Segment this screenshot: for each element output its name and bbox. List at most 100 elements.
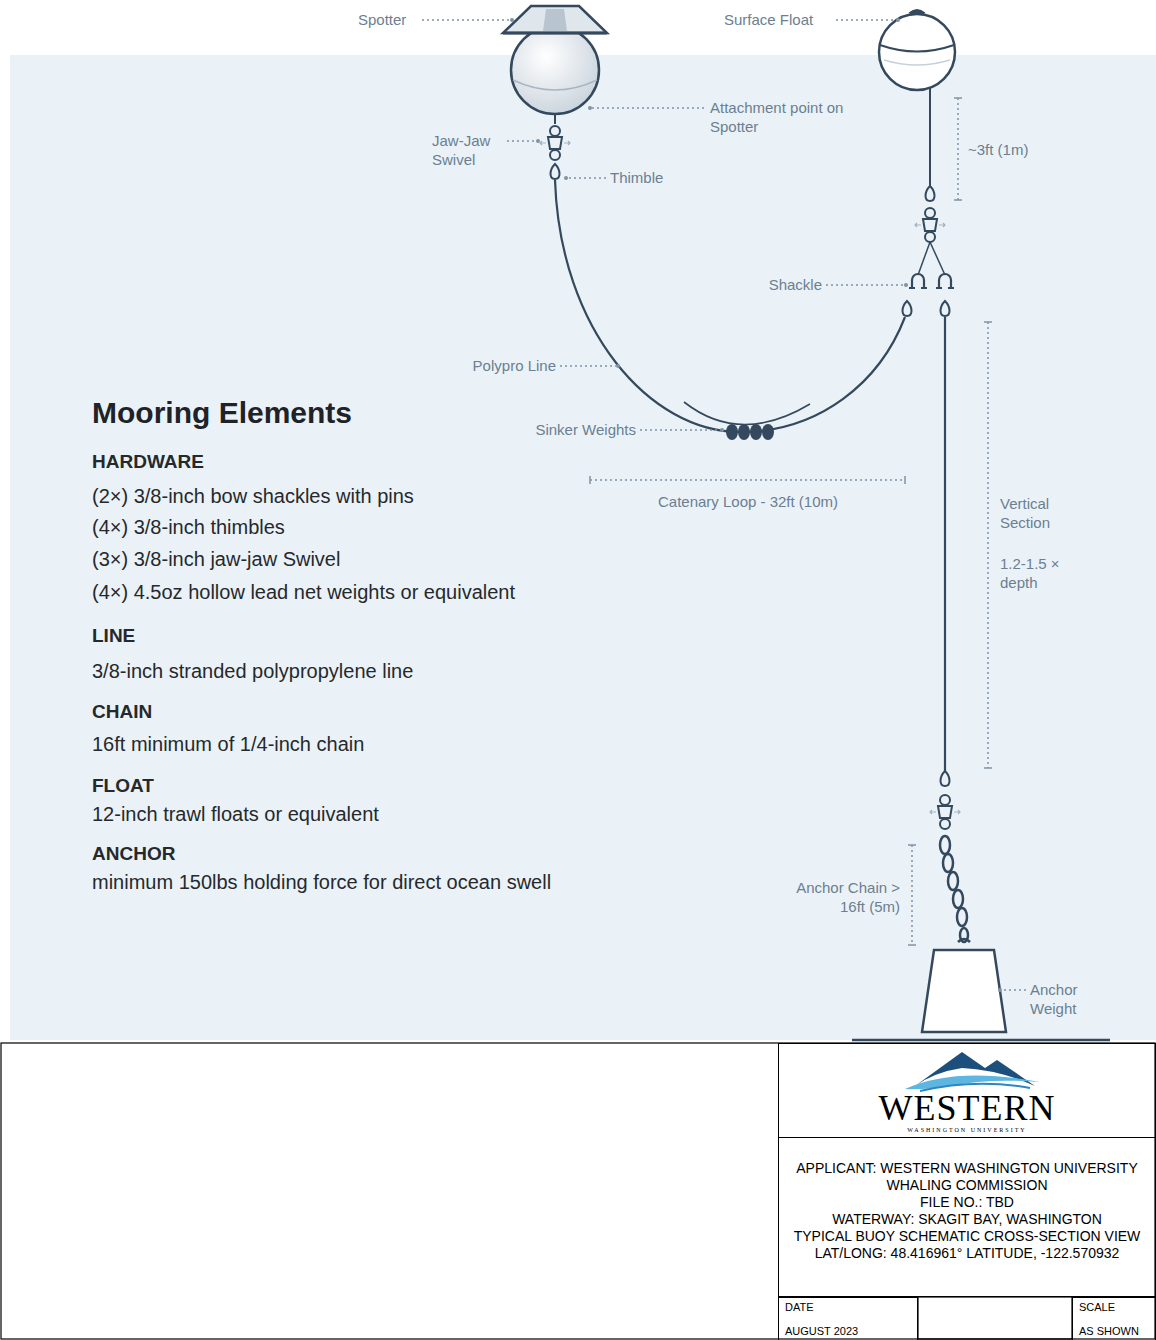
mooring-illustration (930, 242, 945, 275)
callout-label: ~3ft (1m) (968, 140, 1028, 159)
cell-text: APPLICANT: WESTERN WASHINGTON UNIVERSITY (779, 1160, 1155, 1177)
leader-lines (560, 365, 616, 366)
list-heading: LINE (92, 625, 135, 647)
list-item: (4×) 3/8-inch thimbles (92, 516, 285, 539)
dimension-lines (957, 98, 959, 200)
anchor-weight (958, 939, 970, 942)
mooring-illustration (915, 208, 945, 242)
mooring-illustration (941, 771, 950, 786)
cell-text: WESTERN (779, 1090, 1155, 1126)
spotter-buoy (511, 26, 599, 114)
spotter-buoy (554, 114, 556, 124)
sinker-weights (726, 424, 738, 440)
title-block-frame (1, 1043, 1155, 1339)
leader-lines (568, 177, 606, 178)
cell-text: SCALE (1073, 1300, 1155, 1314)
mooring-illustration (540, 126, 570, 160)
callout-label: 1.2-1.5 × depth (1000, 554, 1070, 592)
dimension-ticks (590, 98, 992, 945)
scale-cell: SCALEAS SHOWN (1072, 1297, 1156, 1340)
leader-dots (564, 176, 568, 180)
university-logo (905, 1052, 1040, 1091)
surface-float (880, 45, 954, 52)
leader-dots (588, 106, 592, 110)
surface-float (879, 14, 955, 90)
mooring-illustration (918, 242, 930, 275)
leader-lines (836, 19, 896, 20)
list-heading: FLOAT (92, 775, 154, 797)
dimension-ticks (589, 476, 591, 484)
dimension-ticks (984, 767, 992, 769)
leader-dots (536, 139, 540, 143)
callout-label: Vertical Section (1000, 494, 1070, 532)
dimension-ticks (984, 321, 992, 323)
callout-label: Sinker Weights (535, 420, 636, 439)
dimension-lines (590, 98, 988, 945)
leader-dots (510, 18, 1002, 992)
polypro-line (555, 180, 905, 432)
leader-dots (904, 283, 908, 287)
callout-label: Polypro Line (473, 356, 556, 375)
dimension-ticks (908, 844, 916, 846)
leader-dots (998, 988, 1002, 992)
surface-float (910, 11, 924, 14)
anchor-chain (940, 836, 950, 854)
sinker-weights (726, 424, 774, 440)
cell-text: FILE NO.: TBD (779, 1194, 1155, 1211)
callout-label: Anchor Weight (1030, 980, 1100, 1018)
callout-label: Catenary Loop - 32ft (10m) (658, 492, 838, 511)
anchor-chain (943, 854, 953, 872)
seabed-line (852, 1039, 1110, 1042)
callout-label: Shackle (769, 275, 822, 294)
polypro-line (684, 402, 810, 425)
mooring-illustration (551, 164, 560, 179)
callout-label: Surface Float (724, 10, 813, 29)
spotter-buoy (503, 6, 607, 33)
water-ground (10, 55, 1156, 1040)
anchor-weight (922, 950, 1006, 1032)
sinker-weights (750, 424, 762, 440)
list-heading: CHAIN (92, 701, 152, 723)
spotter-buoy (503, 32, 607, 35)
cell-text: WASHINGTON UNIVERSITY (779, 1126, 1155, 1134)
dimension-ticks (904, 476, 906, 484)
sinker-weights (762, 424, 774, 440)
mooring-illustration (936, 274, 954, 288)
leader-lines (507, 140, 536, 141)
dimension-ticks (954, 199, 962, 201)
leader-lines (640, 429, 720, 430)
cell-text: LAT/LONG: 48.416961° LATITUDE, -122.5709… (779, 1245, 1155, 1262)
mooring-illustration (930, 795, 960, 829)
mooring-illustration (903, 301, 912, 316)
callout-label: Attachment point on Spotter (710, 98, 850, 136)
list-item: (4×) 4.5oz hollow lead net weights or eq… (92, 581, 515, 604)
cell-text: DATE (779, 1300, 917, 1314)
anchor-weight (922, 939, 1006, 1032)
dimension-lines (987, 322, 989, 768)
dimension-lines (590, 479, 905, 481)
leader-lines (1002, 989, 1026, 990)
title-block-frame (918, 1297, 1072, 1339)
list-item: minimum 150lbs holding force for direct … (92, 871, 551, 894)
leader-dots (616, 364, 620, 368)
sinker-weights (738, 424, 750, 440)
surface-float (879, 11, 955, 90)
cell-text: AUGUST 2023 (779, 1324, 917, 1338)
callout-label: Anchor Chain > 16ft (5m) (780, 878, 900, 916)
spotter-buoy (513, 80, 597, 90)
logo-cell: WESTERNWASHINGTON UNIVERSITY (778, 1043, 1156, 1138)
list-heading: ANCHOR (92, 843, 175, 865)
section-title: Mooring Elements (92, 396, 352, 430)
leader-lines (422, 20, 1026, 990)
anchor-chain (953, 890, 963, 908)
date-cell: DATE AUGUST 2023 (778, 1297, 918, 1340)
anchor-chain (940, 836, 968, 942)
mooring-illustration (926, 186, 935, 201)
list-item: 12-inch trawl floats or equivalent (92, 803, 379, 826)
title-block-frame (1, 1043, 1155, 1339)
spotter-buoy (543, 9, 567, 31)
leader-dots (896, 18, 900, 22)
spotter-buoy (503, 6, 607, 124)
leader-lines (422, 19, 510, 20)
